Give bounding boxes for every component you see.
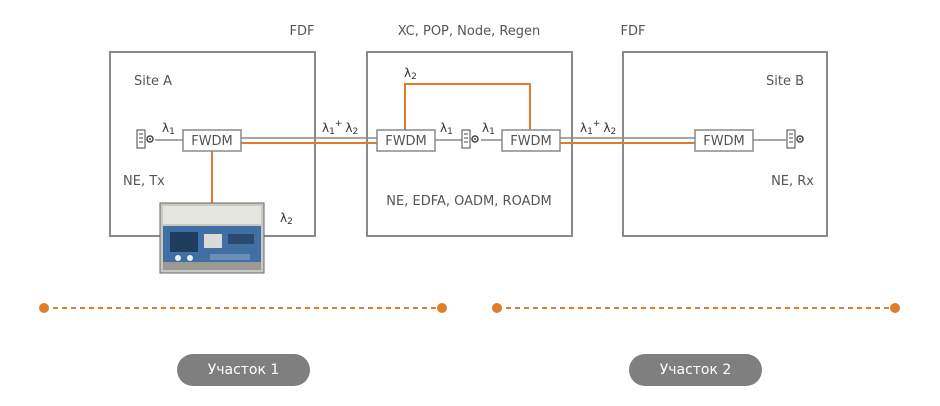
fiber-span-1 xyxy=(241,137,377,144)
lambda-label-4: λ1 xyxy=(440,121,453,137)
site-b-label: Site B xyxy=(766,74,804,89)
fwdm-site-a: FWDM xyxy=(182,129,242,152)
transceiver-icon xyxy=(461,129,479,149)
svg-text:FWDM: FWDM xyxy=(703,134,745,149)
middle-ne-label: NE, EDFA, OADM, ROADM xyxy=(386,194,551,209)
fwdm-middle-right: FWDM xyxy=(501,129,561,152)
section-2-button[interactable]: Участок 2 xyxy=(629,354,762,386)
svg-text:λ1: λ1 xyxy=(440,121,453,137)
lambda-label-2: λ2 xyxy=(280,211,293,227)
lambda-label-5: λ1 xyxy=(482,121,495,137)
middle-node-title: XC, POP, Node, Regen xyxy=(398,24,541,39)
section-2-line xyxy=(492,303,900,313)
lambda-label-1: λ1 xyxy=(162,121,175,137)
svg-text:λ1+λ2: λ1+λ2 xyxy=(580,119,616,137)
svg-text:FWDM: FWDM xyxy=(510,134,552,149)
section-1-line xyxy=(39,303,447,313)
lambda-combined-label-left: λ1+λ2 xyxy=(322,119,358,137)
ne-tx-label: NE, Tx xyxy=(123,174,165,189)
fiber-span-2 xyxy=(559,137,697,144)
lambda-combined-label-right: λ1+λ2 xyxy=(580,119,616,137)
lambda-label-3: λ2 xyxy=(404,66,417,82)
fdf-label-right: FDF xyxy=(621,24,646,39)
equipment-photo xyxy=(159,202,265,274)
svg-text:FWDM: FWDM xyxy=(385,134,427,149)
fwdm-site-b: FWDM xyxy=(694,129,754,152)
transceiver-icon xyxy=(136,129,154,149)
svg-text:FWDM: FWDM xyxy=(191,134,233,149)
svg-text:λ2: λ2 xyxy=(404,66,417,82)
ne-rx-label: NE, Rx xyxy=(771,174,814,189)
svg-text:λ1+λ2: λ1+λ2 xyxy=(322,119,358,137)
site-a-label: Site A xyxy=(134,74,172,89)
lambda2-bypass xyxy=(404,83,531,131)
fwdm-middle-left: FWDM xyxy=(376,129,436,152)
svg-text:λ2: λ2 xyxy=(280,211,293,227)
section-1-button[interactable]: Участок 1 xyxy=(177,354,310,386)
svg-text:λ1: λ1 xyxy=(482,121,495,137)
svg-text:λ1: λ1 xyxy=(162,121,175,137)
fdf-label-left: FDF xyxy=(290,24,315,39)
transceiver-icon xyxy=(786,129,804,149)
